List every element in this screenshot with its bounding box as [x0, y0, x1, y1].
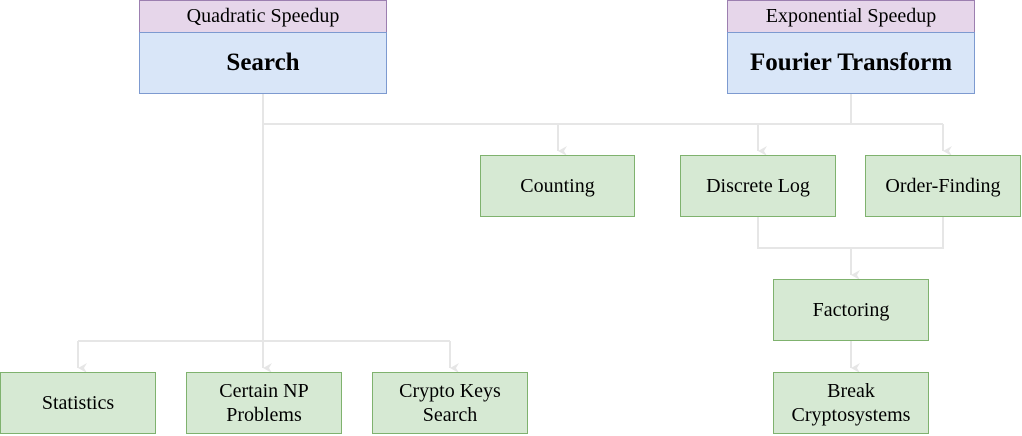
order-finding-node: Order-Finding: [865, 155, 1021, 217]
discrete-log-node: Discrete Log: [680, 155, 836, 217]
search-node: Search: [139, 32, 387, 94]
fourier-transform-node: Fourier Transform: [727, 32, 975, 94]
certain-np-problems-node: Certain NP Problems: [186, 372, 342, 434]
factoring-node: Factoring: [773, 279, 929, 341]
quadratic-speedup-tag: Quadratic Speedup: [139, 0, 387, 33]
break-cryptosystems-label: Break Cryptosystems: [791, 379, 911, 426]
counting-node: Counting: [480, 155, 635, 217]
exponential-speedup-tag: Exponential Speedup: [727, 0, 975, 33]
statistics-node: Statistics: [0, 372, 156, 434]
edge-discrete-log-down: [757, 217, 944, 249]
crypto-keys-search-node: Crypto Keys Search: [372, 372, 528, 434]
crypto-keys-search-label: Crypto Keys Search: [399, 379, 501, 426]
break-cryptosystems-node: Break Cryptosystems: [773, 372, 929, 434]
certain-np-problems-label: Certain NP Problems: [219, 379, 309, 426]
